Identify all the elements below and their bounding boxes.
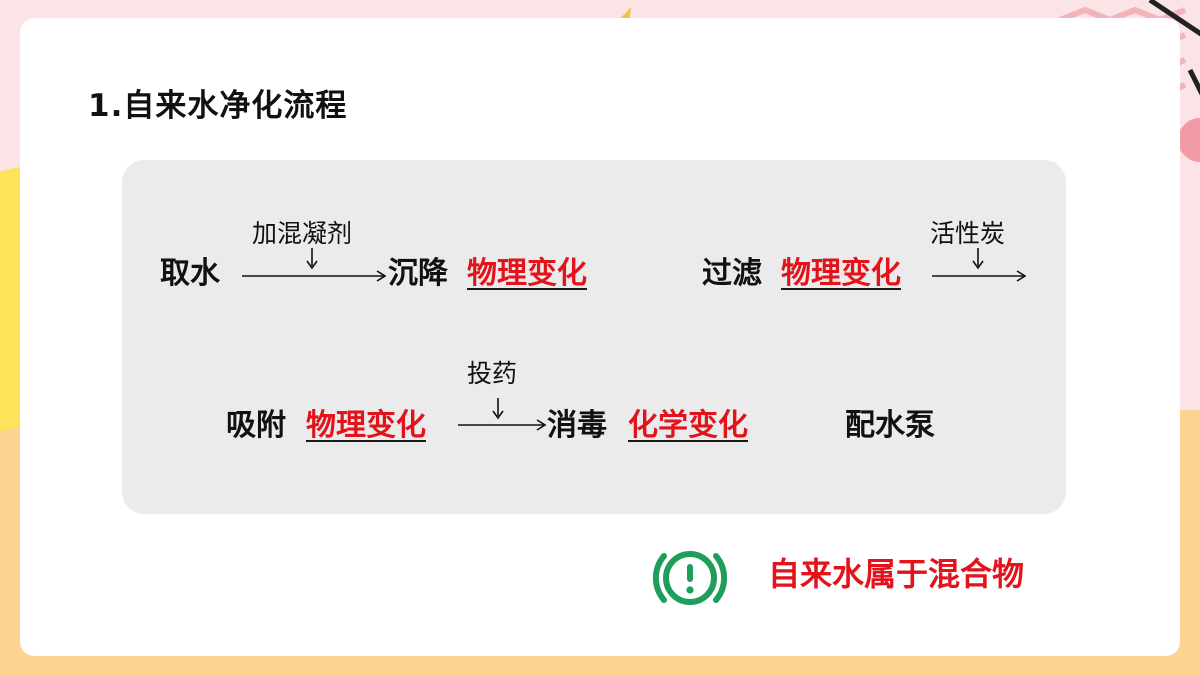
arrow-icon — [458, 398, 547, 431]
flow-agent-dosing: 投药 — [467, 359, 518, 388]
flow-node-disinfection: 消毒 — [547, 408, 607, 443]
flow-node-filtration: 过滤 — [702, 256, 762, 291]
flow-node-start: 取水 — [160, 256, 220, 291]
flow-agent-activated-carbon: 活性炭 — [930, 219, 1006, 248]
flow-node-adsorption: 吸附 — [226, 408, 286, 443]
arrow-icon — [932, 248, 1027, 282]
flow-change-label: 物理变化 — [306, 408, 426, 443]
page-title: 1.自来水净化流程 — [88, 88, 348, 124]
arrow-icon — [242, 248, 387, 282]
flow-change-label: 物理变化 — [467, 256, 587, 291]
process-panel — [122, 160, 1066, 514]
flow-node-sedimentation: 沉降 — [388, 256, 448, 291]
flow-change-label: 物理变化 — [781, 256, 901, 291]
note-text: 自来水属于混合物 — [768, 555, 1025, 593]
flow-change-label: 化学变化 — [628, 408, 748, 443]
flow-node-water-pump: 配水泵 — [845, 408, 935, 443]
exclamation-circle-icon — [652, 551, 728, 605]
flow-agent-coagulant: 加混凝剂 — [252, 219, 353, 248]
